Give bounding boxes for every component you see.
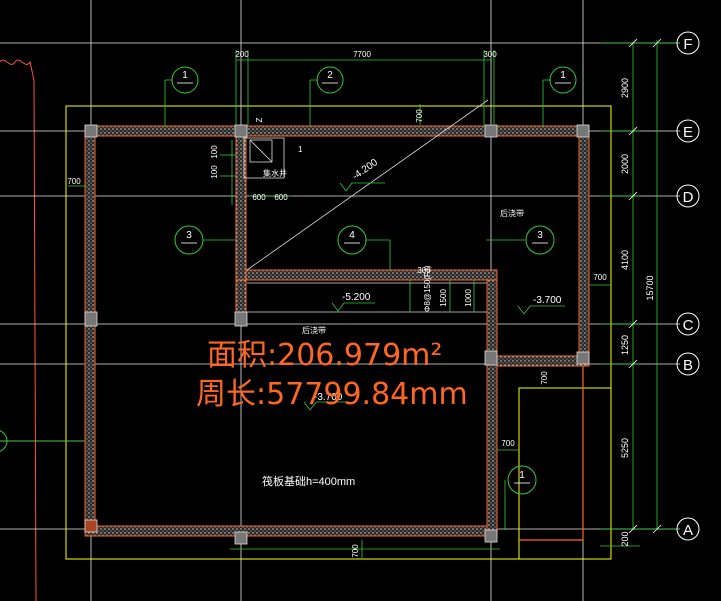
dim-right-texts: 2900 2000 4100 1250 5250 200 15700 xyxy=(620,78,655,547)
dim-right-offset: 700 xyxy=(593,273,607,282)
dim-bottom-offset: 700 xyxy=(351,544,360,558)
dim-right-2: 2000 xyxy=(620,154,630,174)
dim-inner-1500: 1500 xyxy=(439,289,448,307)
dim-right-4: 1250 xyxy=(620,335,630,355)
pit-label: 集水井 xyxy=(263,168,287,178)
axis-d-bubble: D xyxy=(676,184,700,208)
dim-top-right: 300 xyxy=(483,50,497,59)
axis-f-label: F xyxy=(683,36,692,53)
dim-right-5: 5250 xyxy=(620,438,630,458)
grid-lines xyxy=(0,0,680,601)
axis-c-bubble: C xyxy=(676,312,700,336)
dim-top-z: Z xyxy=(255,117,264,122)
section-2: 2 xyxy=(327,70,333,81)
elev-3700-right: -3.700 xyxy=(533,295,562,306)
dim-inner-1000: 1000 xyxy=(464,289,473,307)
columns xyxy=(84,124,590,545)
dim-top-left: 200 xyxy=(235,50,249,59)
dim-ticks xyxy=(628,38,662,534)
rebar-label: Φ8@150(FJ) xyxy=(423,265,432,312)
wall-tag-mid: 后浇带 xyxy=(302,325,326,335)
axis-left-bubble xyxy=(0,430,8,452)
break-line xyxy=(0,59,37,601)
foundation-outline xyxy=(65,105,612,560)
section-markers xyxy=(171,66,577,495)
section-1-left: 1 xyxy=(182,70,188,81)
dim-corner-offset: 700 xyxy=(540,371,549,385)
axis-f-bubble: F xyxy=(676,31,700,55)
axis-b-bubble: B xyxy=(676,352,700,376)
axis-bubbles: F E D C B A xyxy=(0,31,700,541)
dimension-lines xyxy=(0,40,680,559)
dim-pit-600a: 600 xyxy=(252,193,266,202)
dim-right-3: 4100 xyxy=(620,250,630,270)
dim-pit-600b: 600 xyxy=(274,193,288,202)
wall-tag-right: 后浇带 xyxy=(500,208,524,218)
interior-lines xyxy=(243,99,489,313)
dim-right-6: 200 xyxy=(620,531,630,546)
pit-tag: 1 xyxy=(298,145,303,154)
dim-pit-100b: 100 xyxy=(210,165,219,179)
dim-mid-offset: 700 xyxy=(501,439,515,448)
walls xyxy=(84,125,590,537)
axis-d-label: D xyxy=(683,189,694,206)
axis-a-bubble: A xyxy=(676,517,700,541)
dim-left-offset: 700 xyxy=(67,177,81,186)
axis-e-label: E xyxy=(683,124,693,141)
raft-label: 筏板基础h=400mm xyxy=(262,474,355,488)
dim-right-total: 15700 xyxy=(645,275,655,300)
axis-e-bubble: E xyxy=(676,119,700,143)
dim-inner-300: 300 xyxy=(417,266,431,275)
elevation-markers xyxy=(303,182,565,411)
axis-a-label: A xyxy=(683,522,693,539)
section-3-left: 3 xyxy=(186,230,192,241)
section-3-right: 3 xyxy=(537,230,543,241)
axis-c-label: C xyxy=(683,317,694,334)
dim-pit-100a: 100 xyxy=(210,145,219,159)
perimeter-label: 周长:57799.84mm xyxy=(196,377,468,412)
dim-stair-700: 700 xyxy=(415,109,424,123)
elev-4200: -4.200 xyxy=(350,157,380,183)
section-4: 4 xyxy=(349,230,355,241)
section-marker-labels xyxy=(177,82,571,484)
axis-b-label: B xyxy=(683,357,693,374)
area-label: 面积:206.979m² xyxy=(207,338,442,373)
section-1-right: 1 xyxy=(560,70,566,81)
dim-right-1: 2900 xyxy=(620,78,630,98)
dim-top-span: 7700 xyxy=(353,50,371,59)
section-1-bottom: 1 xyxy=(519,470,525,481)
elev-3700-mid: -3.700 xyxy=(314,392,343,403)
elev-5200: -5.200 xyxy=(342,292,371,303)
